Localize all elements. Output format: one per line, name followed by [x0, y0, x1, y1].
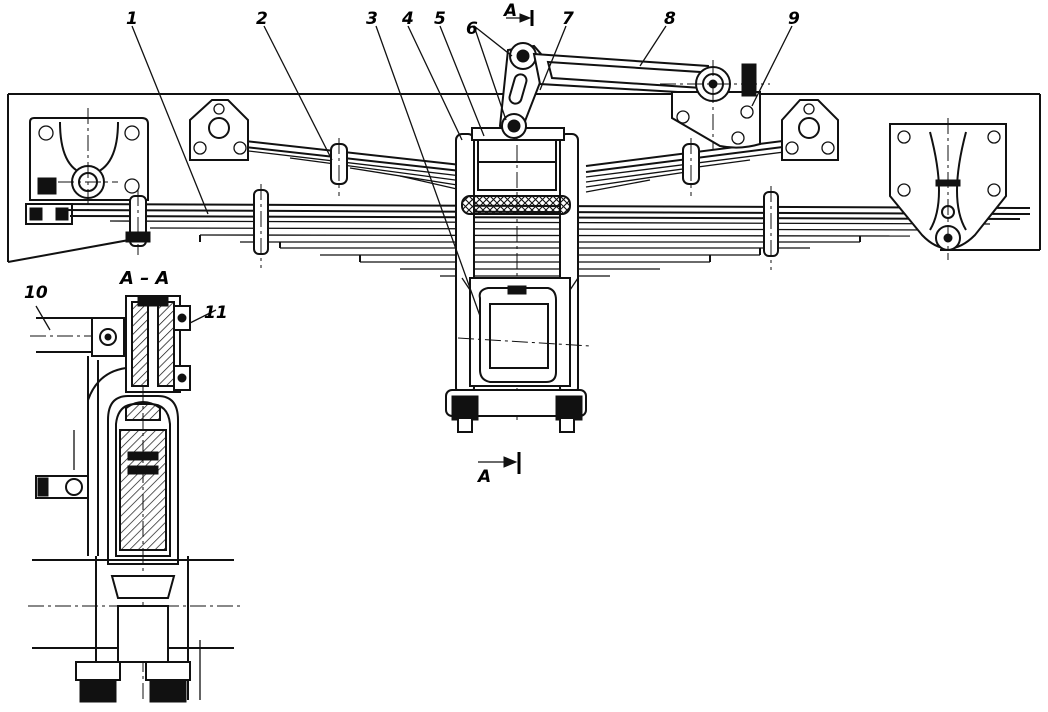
- stabilizer-linkage: [498, 42, 770, 150]
- callout-8: 8: [664, 9, 676, 29]
- callout-2: 2: [256, 9, 268, 29]
- callout-7: 7: [562, 9, 574, 29]
- callout-11: 11: [204, 303, 228, 323]
- section-cut-label-top: A: [502, 1, 517, 21]
- section-view-a-a: A – A: [28, 268, 240, 703]
- callout-4: 4: [401, 9, 414, 29]
- rear-spring-bracket: [889, 118, 1007, 260]
- upper-spring-bracket-right: [781, 99, 839, 161]
- section-cut-bottom: A: [476, 452, 521, 487]
- upper-spring-bracket-left: [189, 99, 249, 161]
- callout-9: 9: [788, 9, 800, 29]
- leader-lines: [35, 25, 793, 331]
- callout-3: 3: [366, 9, 378, 29]
- callout-labels: 1 2 3 4 5 6 7 8 9 10 11: [24, 9, 800, 323]
- callout-5: 5: [434, 9, 446, 29]
- callout-6: 6: [466, 19, 478, 39]
- callout-1: 1: [126, 9, 138, 29]
- main-spring-clamps: [125, 184, 779, 270]
- section-cut-label-bottom: A: [476, 467, 491, 487]
- front-spring-bracket: [25, 108, 149, 225]
- callout-10: 10: [24, 283, 48, 303]
- section-cut-top: A: [502, 1, 534, 26]
- section-view-title: A – A: [118, 268, 169, 289]
- axle-housing-assembly: [445, 118, 591, 433]
